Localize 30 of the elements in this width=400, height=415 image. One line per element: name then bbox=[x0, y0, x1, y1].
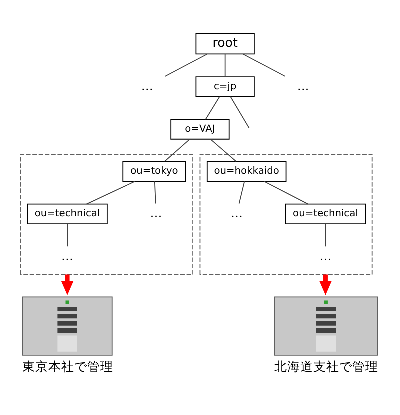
connector bbox=[86, 181, 136, 205]
cluster bbox=[20, 154, 194, 276]
connector bbox=[238, 181, 246, 204]
node-box: ou=technical bbox=[285, 204, 366, 225]
connector bbox=[264, 181, 309, 205]
node-box: ou=technical bbox=[27, 204, 108, 225]
connector bbox=[325, 224, 326, 248]
node-text: ... bbox=[62, 248, 74, 264]
connector bbox=[242, 54, 286, 77]
node-text: ... bbox=[297, 78, 310, 94]
connector bbox=[164, 54, 208, 77]
node-box: c=jp bbox=[196, 76, 255, 98]
node-label: 東京本社で管理 bbox=[22, 358, 114, 374]
node-text: ... bbox=[150, 206, 162, 221]
connector bbox=[205, 96, 220, 120]
node-box: root bbox=[196, 33, 255, 55]
node-text: ... bbox=[141, 78, 154, 94]
node-box: o=VAJ bbox=[170, 119, 230, 140]
connector bbox=[154, 181, 156, 204]
connector bbox=[224, 54, 226, 78]
node-text: ... bbox=[320, 248, 332, 264]
node-box: ou=hokkaido bbox=[206, 161, 287, 182]
connector bbox=[67, 224, 68, 248]
node-label: 北海道支社で管理 bbox=[274, 358, 379, 374]
connector bbox=[230, 96, 250, 129]
connector bbox=[164, 139, 190, 162]
connector bbox=[210, 139, 237, 162]
node-box: ou=tokyo bbox=[122, 161, 186, 182]
node-text: ... bbox=[230, 206, 243, 221]
cluster bbox=[200, 154, 373, 276]
